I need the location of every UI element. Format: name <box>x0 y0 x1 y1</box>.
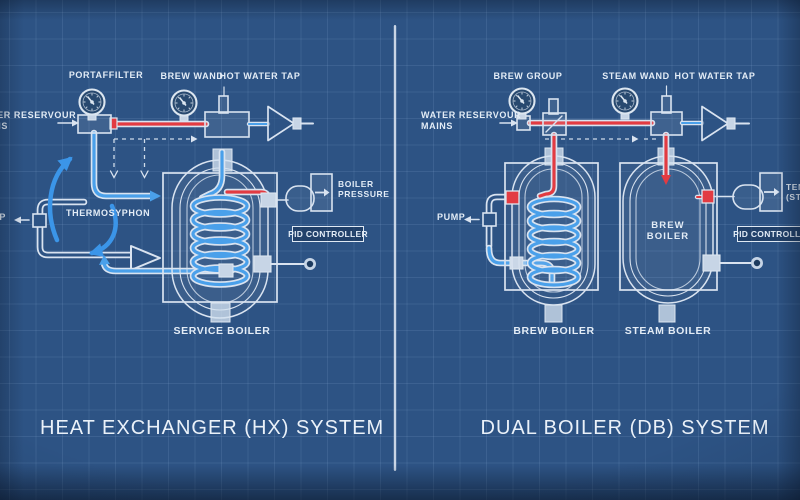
brew-boiler-label: BREW BOILER <box>513 325 595 337</box>
steam-temp-sensor <box>713 172 783 212</box>
boiler-drain-stub <box>544 304 563 323</box>
thermosyphon-label: THERMOSYPHON <box>66 208 151 218</box>
hot-water-tap-label: HOT WATER TAP <box>674 71 756 81</box>
service-boiler-label: SERVICE BOILER <box>173 325 271 337</box>
valve-stem <box>661 95 672 114</box>
hx-temperature-probe <box>253 255 316 273</box>
hx-system-title: HEAT EXCHANGER (HX) SYSTEM <box>40 417 385 439</box>
pump-label: PUMP <box>437 212 466 222</box>
panel-divider <box>393 25 397 471</box>
pump-arrow <box>14 216 21 224</box>
steam-boiler-label: STEAM BOILER <box>624 325 712 337</box>
boiler-drain-stub <box>210 302 231 323</box>
boiler-inlet-arrow <box>130 245 161 271</box>
brew-coil <box>526 195 582 289</box>
coil-union-fitting <box>218 263 234 278</box>
valve-stem <box>548 98 559 115</box>
db-top-pipework <box>499 85 750 142</box>
steam-outlet-fitting <box>701 189 715 204</box>
hx-dashed-flow-lines <box>109 135 198 179</box>
inlet-valve-fitting <box>505 190 520 205</box>
thermosyphon-arrows <box>47 156 118 257</box>
hot-water-tap-label: HOT WATER TAP <box>219 71 301 81</box>
pump-fitting <box>482 212 497 227</box>
service-boiler <box>162 148 278 323</box>
hx-top-pipework <box>57 86 314 142</box>
boiler-pressure-sensor <box>275 173 333 212</box>
pid-controller-badge: PID CONTROLLER <box>288 226 368 242</box>
boiler-drain-stub <box>658 304 676 323</box>
pid-controller-badge: PID CONTROLLER <box>733 226 800 242</box>
hot-water-tap-nozzle <box>701 105 750 142</box>
steam-valve-block <box>204 111 250 138</box>
brew-group-label: BREW GROUP <box>493 71 563 81</box>
pump-fitting <box>32 213 47 228</box>
db-temperature-probe <box>702 254 763 272</box>
steam-wand-gauge-icon <box>611 87 639 121</box>
valve-stem <box>218 95 229 114</box>
hot-water-tap-nozzle <box>267 105 314 142</box>
steam-valve-block <box>650 111 683 136</box>
feed-arrow <box>150 190 161 202</box>
db-dashed-flow-line <box>545 135 658 143</box>
boiler-outlet-fitting <box>260 192 277 208</box>
pump-label: PUMP <box>0 212 6 222</box>
steam-temp-label: TEMP(STEAM) <box>786 182 800 202</box>
brew-wand-gauge-icon <box>170 89 198 123</box>
db-system-title: DUAL BOILER (DB) SYSTEM <box>480 417 770 439</box>
group-feed-pipe <box>90 129 161 202</box>
